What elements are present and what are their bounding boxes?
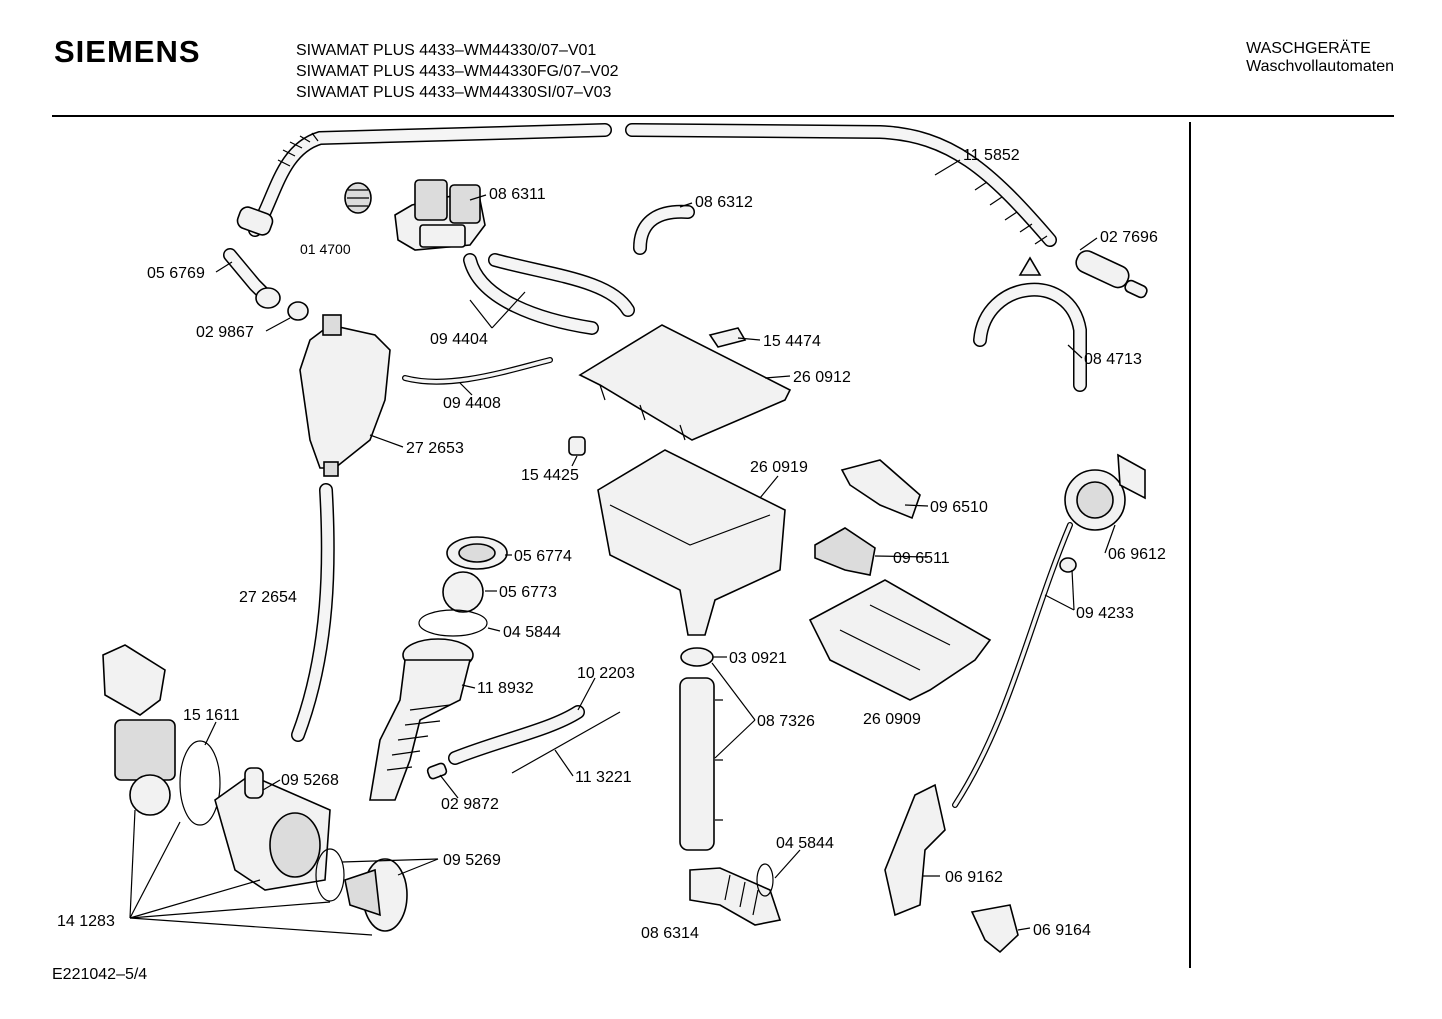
part-overflow-hose[interactable] (448, 705, 585, 765)
label-094408: 09 4408 (443, 395, 501, 412)
part-supply-hose[interactable] (235, 123, 1057, 247)
model-line-3: SIWAMAT PLUS 4433–WM44330SI/07–V03 (296, 84, 612, 101)
leader-lines (129, 159, 1116, 936)
part-pump-seal[interactable] (179, 740, 221, 826)
brand-logo: SIEMENS (54, 34, 201, 69)
part-elbow-hose[interactable] (223, 248, 281, 309)
label-118932: 11 8932 (477, 680, 534, 697)
part-connector-piece[interactable] (426, 762, 448, 780)
label-069612: 06 9612 (1108, 546, 1166, 563)
label-086314: 08 6314 (641, 925, 699, 942)
label-095268: 09 5268 (281, 772, 339, 789)
part-dispenser-cover[interactable] (578, 324, 792, 441)
category: WASCHGERÄTE Waschvollautomaten (1246, 40, 1394, 76)
part-pressure-switch[interactable] (1064, 453, 1146, 531)
part-drain-bellows[interactable] (689, 867, 782, 926)
right-divider (1189, 122, 1191, 968)
label-027696: 02 7696 (1100, 229, 1158, 246)
part-dispenser-housing[interactable] (597, 449, 786, 636)
category-line-2: Waschvollautomaten (1246, 58, 1394, 75)
label-260909: 26 0909 (863, 711, 921, 728)
label-151611: 15 1611 (183, 707, 240, 724)
label-056773: 05 6773 (499, 584, 557, 601)
part-detergent-drawer[interactable] (808, 579, 992, 701)
part-pump-motor[interactable] (102, 644, 176, 816)
model-list: SIWAMAT PLUS 4433–WM44330/07–V01 SIWAMAT… (296, 40, 619, 103)
label-272653: 27 2653 (406, 440, 464, 457)
label-260919: 26 0919 (750, 459, 808, 476)
part-hose-clamp[interactable] (418, 609, 488, 637)
part-labels: 11 5852 08 6311 08 6312 01 4700 02 7696 … (57, 147, 1166, 942)
label-095269: 09 5269 (443, 852, 501, 869)
part-clip[interactable] (708, 327, 747, 348)
label-045844-top: 04 5844 (503, 624, 561, 641)
label-084713: 08 4713 (1084, 351, 1142, 368)
label-029872: 02 9872 (441, 796, 499, 813)
label-096510: 09 6510 (930, 499, 988, 516)
part-solenoid-valve[interactable] (394, 179, 486, 251)
part-siphon-insert[interactable] (814, 527, 876, 576)
label-141283: 14 1283 (57, 913, 115, 930)
label-096511: 09 6511 (893, 550, 950, 567)
model-line-1: SIWAMAT PLUS 4433–WM44330/07–V01 (296, 42, 597, 59)
label-069164: 06 9164 (1033, 922, 1091, 939)
label-086312: 08 6312 (695, 194, 753, 211)
part-seal-ring[interactable] (287, 301, 309, 321)
label-069162: 06 9162 (945, 869, 1003, 886)
header-divider (52, 115, 1394, 117)
label-056774: 05 6774 (514, 548, 572, 565)
label-094233: 09 4233 (1076, 605, 1134, 622)
part-hose-pair[interactable] (463, 253, 635, 335)
part-rod[interactable] (511, 711, 621, 774)
part-small-hose[interactable] (633, 204, 695, 255)
part-vertical-hose[interactable] (291, 483, 335, 742)
part-float-ball[interactable] (442, 571, 484, 613)
label-045844-bottom: 04 5844 (776, 835, 834, 852)
label-086311: 08 6311 (489, 186, 546, 203)
part-drain-filter[interactable] (344, 858, 408, 932)
part-pressure-hose[interactable] (952, 522, 1077, 808)
part-hose-connector[interactable] (1073, 248, 1149, 299)
label-154425: 15 4425 (521, 467, 579, 484)
part-air-trap-tank[interactable] (299, 314, 391, 477)
part-gasket[interactable] (446, 536, 508, 570)
label-014700: 01 4700 (300, 241, 351, 257)
part-filter-seal[interactable] (315, 848, 345, 902)
drawing-code: E221042–5/4 (52, 966, 148, 983)
label-029867: 02 9867 (196, 324, 254, 341)
label-115852: 11 5852 (963, 147, 1020, 164)
label-113221: 11 3221 (575, 769, 632, 786)
part-lever-bracket[interactable] (840, 459, 921, 520)
part-thin-hose[interactable] (402, 357, 553, 385)
part-level-sensor-bracket[interactable] (884, 783, 946, 917)
label-272654: 27 2654 (239, 589, 297, 606)
model-line-2: SIWAMAT PLUS 4433–WM44330FG/07–V02 (296, 63, 619, 80)
label-030921: 03 0921 (729, 650, 787, 667)
part-drain-pipe[interactable] (679, 647, 723, 851)
part-bellows-hose[interactable] (369, 638, 474, 801)
part-clamp-lower[interactable] (756, 863, 774, 897)
category-line-1: WASCHGERÄTE (1246, 40, 1371, 57)
label-260912: 26 0912 (793, 369, 851, 386)
label-094404: 09 4404 (430, 331, 488, 348)
label-056769: 05 6769 (147, 265, 205, 282)
label-087326: 08 7326 (757, 713, 815, 730)
label-154474: 15 4474 (763, 333, 821, 350)
part-pump-housing[interactable] (214, 767, 331, 891)
label-102203: 10 2203 (577, 665, 635, 682)
part-small-bracket[interactable] (970, 904, 1019, 954)
part-hose-bracket[interactable] (973, 256, 1087, 392)
part-filter[interactable] (344, 182, 372, 214)
part-plug[interactable] (568, 436, 586, 456)
